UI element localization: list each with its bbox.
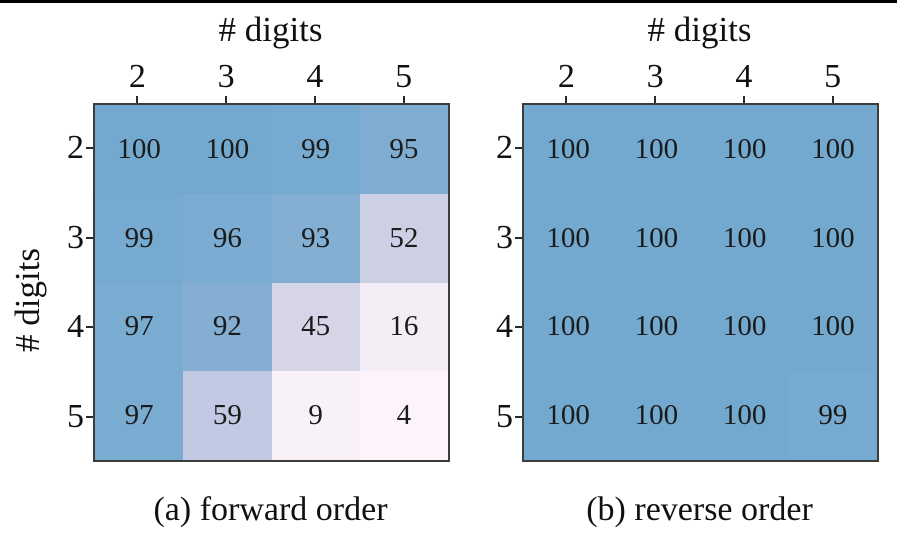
heatmap-cell: 100 bbox=[612, 282, 701, 372]
x-tick-mark bbox=[225, 96, 228, 103]
heatmap-cell: 100 bbox=[524, 193, 613, 283]
y-tick-mark bbox=[86, 326, 93, 329]
heatmap-cell: 96 bbox=[183, 193, 272, 283]
x-axis-title: # digits bbox=[647, 10, 752, 49]
heatmap-cell: 100 bbox=[700, 371, 789, 460]
y-tick-mark bbox=[86, 146, 93, 149]
heatmap-cell: 97 bbox=[95, 371, 184, 460]
heatmap-cell: 97 bbox=[95, 282, 184, 372]
heatmap-cell: 100 bbox=[612, 105, 701, 194]
x-tick-label: 3 bbox=[646, 58, 664, 95]
heatmap-cell: 100 bbox=[95, 105, 184, 194]
x-tick-label: 5 bbox=[824, 58, 842, 95]
panel-caption: (a) forward order bbox=[153, 491, 388, 528]
y-tick-labels: 2 3 4 5 bbox=[38, 103, 84, 462]
y-tick-label: 5 bbox=[67, 398, 84, 436]
heatmap-cell: 100 bbox=[524, 282, 613, 372]
heatmap-cell: 95 bbox=[359, 105, 448, 194]
y-tick-mark bbox=[515, 326, 522, 329]
y-tick-mark bbox=[515, 416, 522, 419]
y-tick-labels: 2 3 4 5 bbox=[467, 103, 513, 462]
x-tick-label: 4 bbox=[735, 58, 753, 95]
x-tick-mark bbox=[565, 96, 568, 103]
heatmap-cell: 100 bbox=[612, 371, 701, 460]
heatmap-cell: 100 bbox=[788, 105, 877, 194]
x-axis-title: # digits bbox=[218, 10, 323, 49]
y-tick-label: 3 bbox=[496, 218, 513, 256]
y-tick-label: 4 bbox=[67, 308, 84, 346]
heatmap-cell: 99 bbox=[271, 105, 360, 194]
heatmap-cell: 92 bbox=[183, 282, 272, 372]
heatmap-cell: 4 bbox=[359, 371, 448, 460]
x-tick-label: 5 bbox=[395, 58, 413, 95]
x-tick-mark bbox=[831, 96, 834, 103]
x-tick-mark bbox=[136, 96, 139, 103]
heatmap-cell: 59 bbox=[183, 371, 272, 460]
x-tick-label: 2 bbox=[128, 58, 146, 95]
heatmap-cell: 100 bbox=[183, 105, 272, 194]
heatmap-cell: 100 bbox=[788, 193, 877, 283]
x-tick-mark bbox=[742, 96, 745, 103]
y-tick-mark bbox=[86, 416, 93, 419]
heatmap-cell: 100 bbox=[788, 282, 877, 372]
heatmap-cell: 16 bbox=[359, 282, 448, 372]
heatmap-cell: 52 bbox=[359, 193, 448, 283]
heatmap-cell: 100 bbox=[700, 105, 789, 194]
heatmap-cell: 99 bbox=[788, 371, 877, 460]
x-tick-mark bbox=[402, 96, 405, 103]
y-tick-mark bbox=[515, 236, 522, 239]
x-tick-labels: 2 3 4 5 bbox=[522, 50, 877, 94]
x-tick-label: 2 bbox=[557, 58, 575, 95]
x-tick-label: 3 bbox=[217, 58, 235, 95]
x-ticks bbox=[522, 96, 877, 103]
heatmap-cell: 100 bbox=[700, 193, 789, 283]
y-tick-label: 4 bbox=[496, 308, 513, 346]
x-tick-mark bbox=[654, 96, 657, 103]
y-tick-label: 2 bbox=[67, 128, 84, 166]
panel-caption: (b) reverse order bbox=[586, 491, 813, 528]
x-tick-label: 4 bbox=[306, 58, 324, 95]
heatmap-cell: 45 bbox=[271, 282, 360, 372]
y-ticks bbox=[515, 103, 522, 462]
heatmap-cell: 99 bbox=[95, 193, 184, 283]
heatmap-cell: 93 bbox=[271, 193, 360, 283]
x-tick-labels: 2 3 4 5 bbox=[93, 50, 448, 94]
heatmap-cell: 100 bbox=[612, 193, 701, 283]
y-tick-label: 5 bbox=[496, 398, 513, 436]
heatmap-cell: 100 bbox=[524, 371, 613, 460]
heatmap-cell: 9 bbox=[271, 371, 360, 460]
y-tick-label: 2 bbox=[496, 128, 513, 166]
y-tick-label: 3 bbox=[67, 218, 84, 256]
heatmap-cell: 100 bbox=[524, 105, 613, 194]
top-rule bbox=[0, 0, 897, 3]
y-ticks bbox=[86, 103, 93, 462]
y-tick-mark bbox=[86, 236, 93, 239]
y-tick-mark bbox=[515, 146, 522, 149]
x-tick-mark bbox=[313, 96, 316, 103]
heatmap-cell: 100 bbox=[700, 282, 789, 372]
x-ticks bbox=[93, 96, 448, 103]
